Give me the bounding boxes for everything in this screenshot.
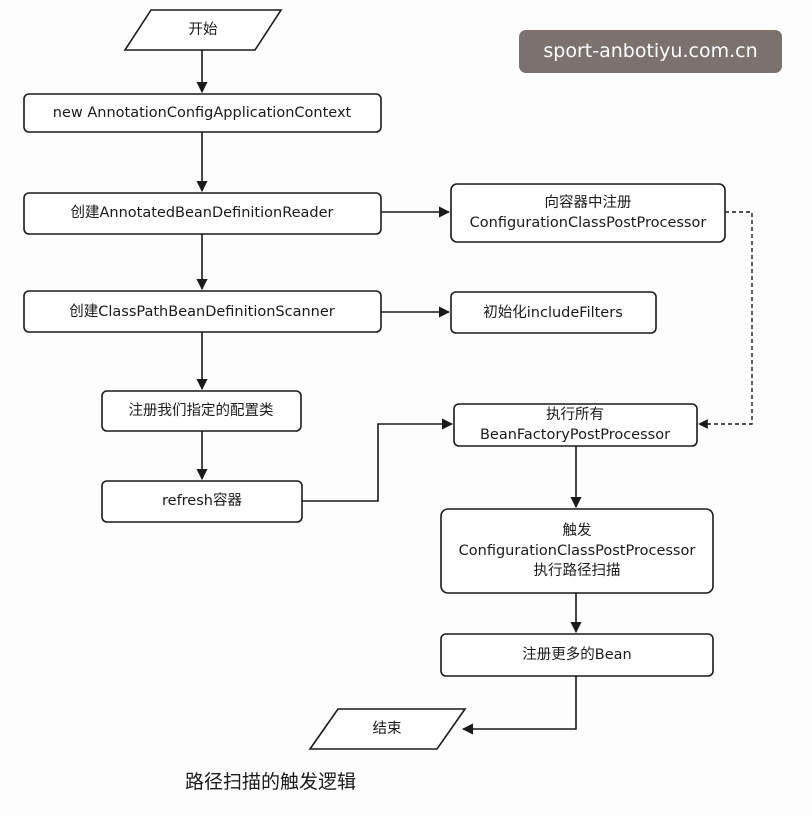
watermark: sport-anbotiyu.com.cn	[519, 30, 782, 73]
node-exec-bfpp-label: 执行所有 BeanFactoryPostProcessor	[480, 406, 670, 443]
node-label-line: 向容器中注册	[545, 194, 632, 211]
node-register-ccpp-label: 向容器中注册 ConfigurationClassPostProcessor	[470, 194, 707, 231]
node-end-label: 结束	[373, 720, 402, 737]
node-label-line: refresh容器	[162, 492, 242, 509]
node-label-line: 执行所有	[546, 406, 604, 423]
node-create-reader-label: 创建AnnotatedBeanDefinitionReader	[70, 204, 333, 221]
node-label-line: 注册我们指定的配置类	[129, 402, 274, 419]
node-label-line: 开始	[189, 21, 218, 38]
node-label-line: new AnnotationConfigApplicationContext	[53, 105, 352, 121]
node-register-config: 注册我们指定的配置类	[101, 390, 302, 432]
node-register-beans: 注册更多的Bean	[440, 633, 714, 677]
node-create-scanner-label: 创建ClassPathBeanDefinitionScanner	[69, 303, 335, 320]
node-create-reader: 创建AnnotatedBeanDefinitionReader	[23, 192, 382, 235]
edge-register-ccpp-to-exec-bfpp	[698, 211, 753, 429]
node-create-scanner: 创建ClassPathBeanDefinitionScanner	[23, 290, 382, 333]
node-label-line: 结束	[373, 720, 402, 737]
node-refresh: refresh容器	[101, 480, 303, 523]
node-label-line: 创建ClassPathBeanDefinitionScanner	[69, 303, 335, 320]
node-label-line: 执行路径扫描	[534, 562, 621, 579]
node-label-line: 注册更多的Bean	[522, 646, 631, 663]
flowchart-edges	[196, 50, 753, 735]
node-new-context: new AnnotationConfigApplicationContext	[23, 93, 382, 133]
node-start-label: 开始	[189, 21, 218, 38]
node-init-filters: 初始化includeFilters	[450, 291, 657, 334]
edge-refresh-to-exec-bfpp	[302, 418, 454, 502]
node-init-filters-label: 初始化includeFilters	[483, 304, 623, 321]
node-register-config-label: 注册我们指定的配置类	[129, 402, 274, 419]
node-trigger-ccpp-label: 触发 ConfigurationClassPostProcessor 执行路径扫描	[459, 522, 696, 579]
node-register-ccpp: 向容器中注册 ConfigurationClassPostProcessor	[450, 183, 726, 243]
node-trigger-ccpp: 触发 ConfigurationClassPostProcessor 执行路径扫描	[440, 508, 714, 594]
node-exec-bfpp: 执行所有 BeanFactoryPostProcessor	[453, 403, 698, 447]
node-label-line: 创建AnnotatedBeanDefinitionReader	[70, 204, 333, 221]
node-register-beans-label: 注册更多的Bean	[522, 646, 631, 663]
node-label-line: BeanFactoryPostProcessor	[480, 427, 670, 443]
edge-register-beans-to-end	[461, 676, 577, 735]
node-label-line: ConfigurationClassPostProcessor	[470, 215, 707, 231]
node-end: 结束	[308, 708, 467, 750]
diagram-caption: 路径扫描的触发逻辑	[185, 771, 357, 793]
flowchart-nodes: 开始 new AnnotationConfigApplicationContex…	[23, 9, 726, 750]
node-label-line: 初始化includeFilters	[483, 304, 623, 321]
node-refresh-label: refresh容器	[162, 492, 242, 509]
node-new-context-label: new AnnotationConfigApplicationContext	[53, 105, 352, 121]
node-label-line: ConfigurationClassPostProcessor	[459, 543, 696, 559]
node-start: 开始	[123, 9, 283, 51]
node-label-line: 触发	[563, 522, 592, 539]
